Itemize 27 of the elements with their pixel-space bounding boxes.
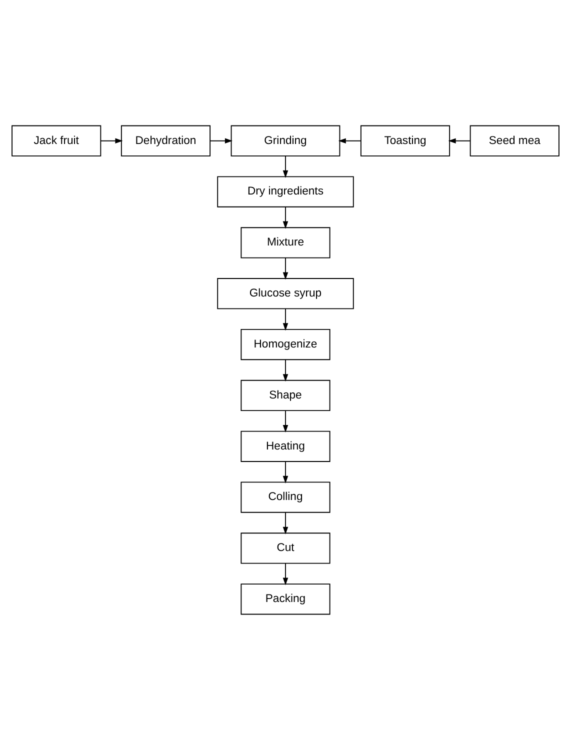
node-box: Shape: [240, 380, 330, 412]
arrow: [282, 257, 288, 280]
node-box: Jack fruit: [12, 125, 102, 156]
node-box: Seed mea: [470, 125, 560, 156]
node-box: Dehydration: [120, 125, 211, 156]
arrow: [282, 461, 288, 484]
node-box: Grinding: [230, 125, 340, 156]
arrow: [282, 359, 288, 382]
arrow: [282, 156, 288, 178]
node-box: Packing: [240, 584, 330, 615]
arrow: [282, 562, 288, 586]
arrow: [448, 138, 471, 144]
arrow: [210, 138, 232, 144]
node-box: Toasting: [360, 125, 450, 156]
node-box: Dry ingredients: [217, 176, 354, 208]
node-box: Glucose syrup: [217, 278, 354, 310]
node-box: Mixture: [240, 227, 330, 258]
node-box: Colling: [240, 482, 330, 513]
node-box: Heating: [240, 430, 330, 462]
arrow: [100, 138, 123, 144]
arrow: [282, 308, 288, 331]
node-box: Cut: [240, 532, 330, 564]
arrow: [338, 138, 362, 144]
arrow: [282, 512, 288, 534]
arrow: [282, 410, 288, 433]
node-box: Homogenize: [240, 328, 330, 360]
arrow: [282, 206, 288, 229]
